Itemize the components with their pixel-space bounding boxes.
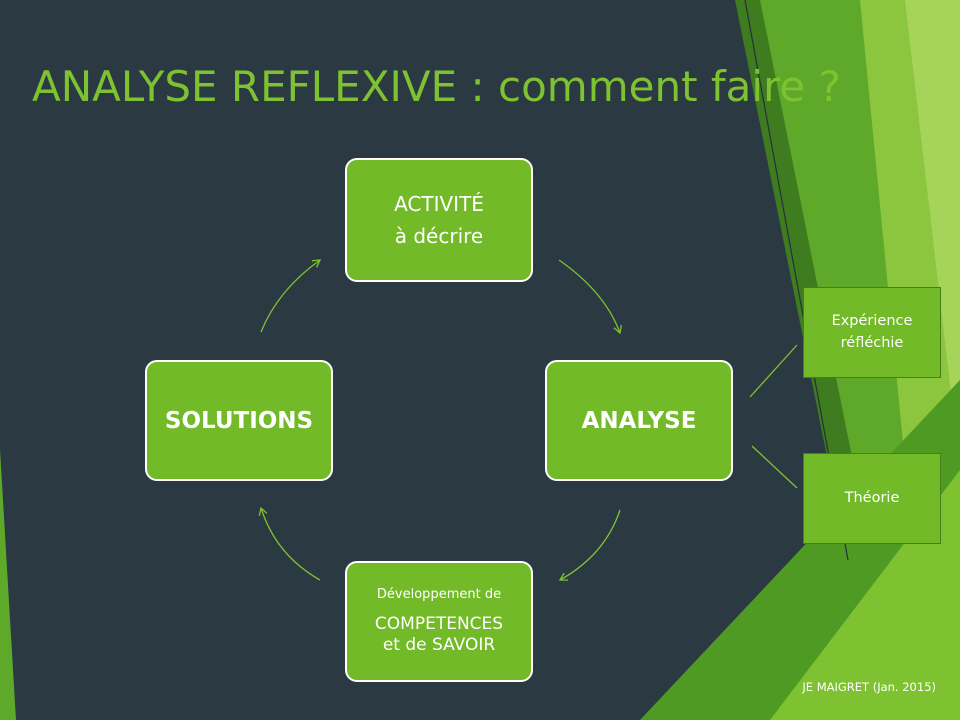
branch-theorie: Théorie [803, 453, 941, 544]
node-competences-line2: COMPETENCES [374, 613, 504, 634]
branch-experience-reflechie: Expérience réfléchie [803, 287, 941, 378]
connector-analyse-to-experience [749, 344, 798, 398]
arrow-solutions-to-activite [260, 259, 322, 333]
left-edge-shard [0, 450, 16, 720]
arrow-analyse-to-competences [558, 509, 621, 581]
node-activite: ACTIVITÉ à décrire [345, 158, 533, 282]
node-competences: Développement de COMPETENCES et de SAVOI… [345, 561, 533, 682]
node-activite-line1: ACTIVITÉ [394, 192, 484, 216]
footer-credit: JE MAIGRET (Jan. 2015) [802, 680, 936, 694]
node-competences-line1: Développement de [376, 586, 502, 602]
node-competences-line3: et de SAVOIR [382, 635, 496, 655]
node-analyse-label: ANALYSE [581, 407, 697, 434]
node-activite-line2: à décrire [394, 224, 484, 248]
node-solutions-label: SOLUTIONS [164, 407, 314, 434]
branch-experience-line1: Expérience [831, 313, 913, 330]
node-analyse: ANALYSE [545, 360, 733, 481]
branch-theorie-label: Théorie [844, 489, 900, 506]
connector-analyse-to-theorie [751, 445, 798, 489]
right-green-band-lightest [905, 0, 960, 470]
arrow-activite-to-analyse [558, 259, 622, 335]
slide-title: ANALYSE REFLEXIVE : comment faire ? [32, 62, 841, 111]
arrow-competences-to-solutions [258, 506, 321, 581]
branch-experience-line2: réfléchie [840, 334, 904, 351]
node-solutions: SOLUTIONS [145, 360, 333, 481]
